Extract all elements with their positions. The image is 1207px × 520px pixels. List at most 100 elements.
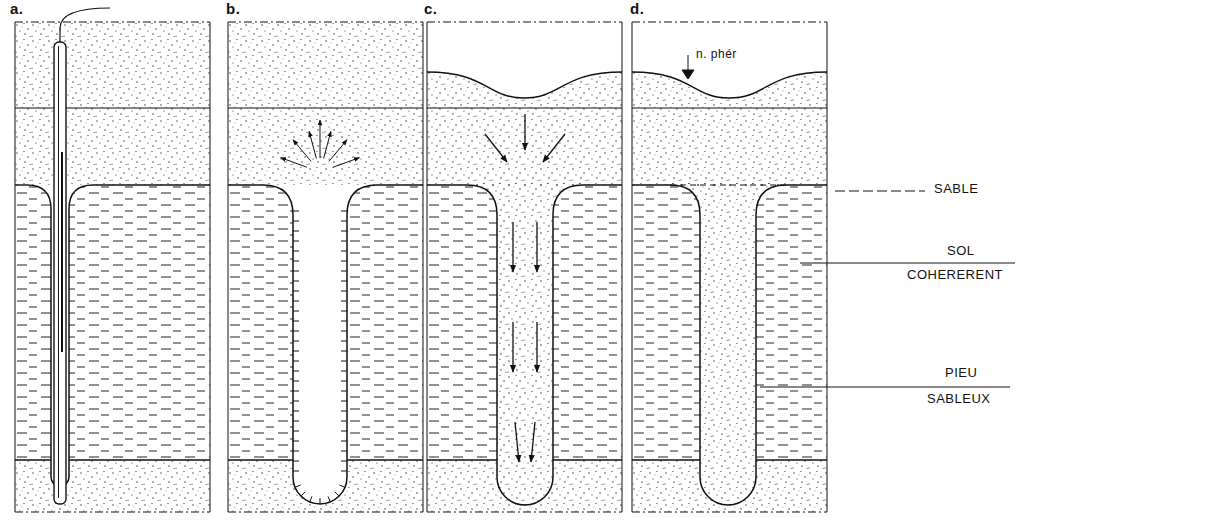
- layer-label: SOL: [945, 244, 977, 259]
- layer-line: [341, 311, 347, 312]
- layer-line: [301, 492, 305, 496]
- water-table-tick: [688, 55, 689, 70]
- layer-line: [293, 381, 299, 382]
- layer-line: [293, 371, 299, 372]
- layer-line: [347, 459, 423, 460]
- layer-line: [293, 361, 299, 362]
- layer-label: PIEU: [943, 366, 979, 381]
- layer-line: [293, 231, 299, 232]
- layer-line: [93, 184, 210, 185]
- pressure-arrow: [281, 158, 307, 168]
- layer-line: [228, 108, 423, 109]
- layer-line: [15, 184, 27, 185]
- sand-pile: [670, 185, 786, 505]
- sand-flow-arrow: [531, 422, 535, 462]
- layer-line: [632, 512, 827, 513]
- layer-line: [293, 291, 299, 292]
- layer-line: [341, 301, 347, 302]
- pressure-arrow: [324, 131, 331, 158]
- sand-layer: [15, 22, 210, 512]
- layer-line: [61, 152, 63, 352]
- layer-line: [341, 371, 347, 372]
- pile-outline: [670, 185, 786, 505]
- sand-layer: [228, 22, 423, 512]
- layer-line: [341, 241, 347, 242]
- layer-line: [293, 451, 299, 452]
- layer-line: [69, 459, 210, 460]
- layer-line: [632, 108, 827, 109]
- layer-line: [341, 291, 347, 292]
- layer-line: [341, 361, 347, 362]
- water-table-symbol: [682, 70, 694, 79]
- layer-line: [427, 108, 622, 109]
- layer-line: [341, 451, 347, 452]
- layer-line: [228, 22, 423, 23]
- layer-line: [341, 391, 347, 392]
- layer-line: [632, 184, 670, 185]
- sand-flow-arrow: [512, 322, 513, 372]
- sand-flow-arrow: [536, 322, 537, 372]
- panel-letter: d.: [628, 0, 646, 17]
- layer-line: [228, 512, 423, 513]
- layer-line: [293, 391, 299, 392]
- layer-line: [341, 281, 347, 282]
- layer-line: [15, 22, 16, 512]
- layer-line: [293, 431, 299, 432]
- panel-letter: c.: [422, 0, 440, 17]
- layer-line: [228, 184, 263, 185]
- pressure-arrow: [320, 120, 321, 158]
- pile-outline: [263, 185, 377, 504]
- layer-line: [58, 46, 59, 498]
- layer-line: [293, 281, 299, 282]
- layer-line: [293, 221, 299, 222]
- layer-line: [341, 231, 347, 232]
- layer-line: [320, 498, 321, 504]
- sand-flow-arrow: [512, 222, 513, 272]
- layer-line: [341, 381, 347, 382]
- vibroflot-tube: [54, 42, 66, 504]
- layer-label: SABLEUX: [925, 392, 992, 407]
- layer-line: [786, 184, 827, 185]
- layer-line: [293, 441, 299, 442]
- layer-line: [15, 459, 51, 460]
- layer-line: [341, 261, 347, 262]
- layer-line: [293, 211, 299, 212]
- cohesive-soil-layer: [15, 185, 210, 460]
- layer-line: [328, 496, 330, 502]
- pressure-arrow: [329, 140, 347, 161]
- layer-line: [632, 459, 700, 460]
- layer-line: [427, 22, 428, 512]
- layer-line: [827, 22, 828, 512]
- sand-layer: [427, 22, 622, 512]
- layer-line: [228, 22, 229, 512]
- layer-line: [293, 351, 299, 352]
- layer-line: [293, 321, 299, 322]
- layer-line: [293, 331, 299, 332]
- layer-line: [341, 441, 347, 442]
- layer-line: [293, 471, 299, 472]
- layer-line: [756, 459, 827, 460]
- layer-line: [632, 22, 827, 23]
- sand-flow-arrow: [515, 422, 519, 462]
- water-table-label: n. phér: [694, 48, 739, 62]
- layer-line: [341, 331, 347, 332]
- sand-flow-arrow: [485, 134, 507, 162]
- layer-line: [341, 211, 347, 212]
- panel-letter: a.: [8, 0, 26, 17]
- layer-line: [341, 341, 347, 342]
- pressure-arrow: [333, 158, 359, 168]
- sand-flow-arrow: [536, 222, 537, 272]
- layer-label: COHERERENT: [905, 268, 1005, 283]
- layer-line: [310, 496, 312, 502]
- stage-panel: [427, 22, 622, 512]
- layer-line: [341, 251, 347, 252]
- layer-line: [377, 184, 423, 185]
- sand-flow-arrow: [524, 114, 525, 150]
- layer-line: [341, 271, 347, 272]
- layer-line: [293, 271, 299, 272]
- stage-panel: [228, 22, 423, 512]
- layer-line: [293, 261, 299, 262]
- pile-outline: [467, 185, 583, 505]
- leader-line: [760, 387, 1010, 388]
- layer-line: [341, 431, 347, 432]
